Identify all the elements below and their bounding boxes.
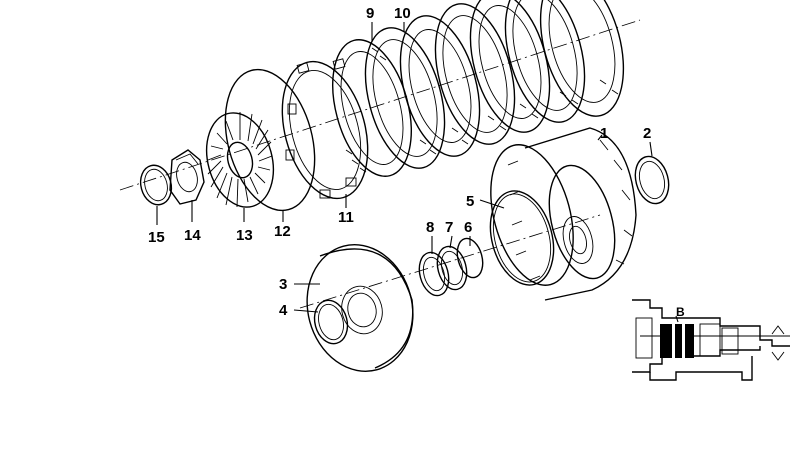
part-11-pressure-plate xyxy=(281,58,369,200)
part-7-seal xyxy=(436,245,468,291)
label-part-2: 2 xyxy=(643,125,651,142)
part-4-seal-ring xyxy=(313,299,349,345)
part-14-nut xyxy=(169,149,205,205)
label-part-6: 6 xyxy=(464,219,472,236)
part-6-seal xyxy=(456,237,484,279)
label-part-12: 12 xyxy=(274,223,291,240)
part-8-seal xyxy=(418,251,450,297)
part-3-piston xyxy=(306,244,414,372)
label-part-8: 8 xyxy=(426,219,434,236)
clutch-pack xyxy=(332,0,625,177)
part-10-steel-plate xyxy=(364,27,446,169)
part-2-snap-ring xyxy=(634,155,670,205)
inset-transmission-diagram xyxy=(632,299,790,381)
label-part-3: 3 xyxy=(279,276,287,293)
label-part-11: 11 xyxy=(338,209,354,226)
label-part-13: 13 xyxy=(236,227,253,244)
label-part-5: 5 xyxy=(466,193,474,210)
label-part-7: 7 xyxy=(445,219,453,236)
part-1-drum-housing xyxy=(490,127,637,301)
label-part-15: 15 xyxy=(148,229,165,246)
part-13-spring-plate xyxy=(205,112,275,208)
label-part-14: 14 xyxy=(184,227,201,244)
label-part-1: 1 xyxy=(600,125,608,142)
inset-label: B xyxy=(676,305,685,319)
label-part-9: 9 xyxy=(366,5,374,22)
part-12-ring xyxy=(224,68,316,212)
leader-lines xyxy=(156,22,653,313)
part-5-o-ring xyxy=(489,190,555,286)
label-part-10: 10 xyxy=(394,5,411,22)
center-axis-upper xyxy=(119,19,641,191)
label-part-4: 4 xyxy=(279,302,288,319)
center-axis-lower xyxy=(299,214,601,309)
